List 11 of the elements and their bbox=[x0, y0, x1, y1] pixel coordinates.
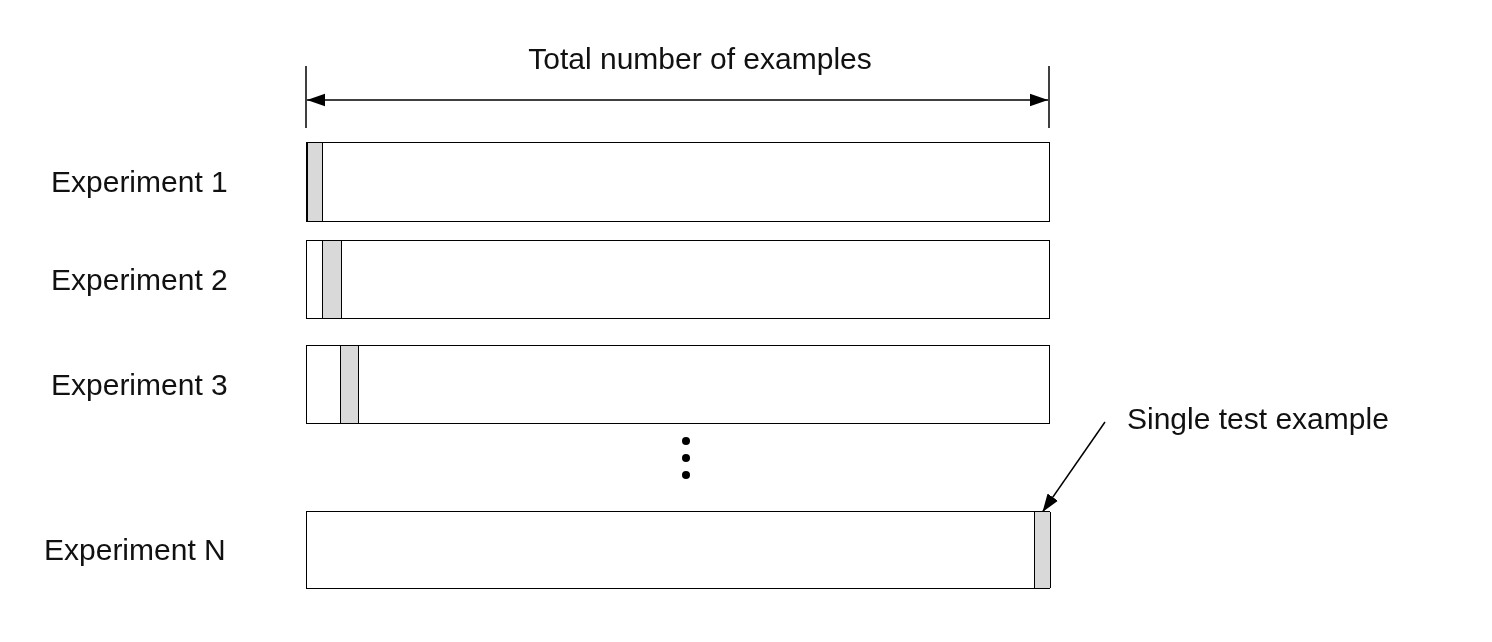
row-label: Experiment 2 bbox=[51, 262, 228, 297]
test-segment bbox=[307, 143, 323, 221]
callout-text: Single test example bbox=[1127, 402, 1447, 442]
test-segment bbox=[340, 346, 359, 423]
test-segment bbox=[1034, 512, 1051, 588]
dimension-label: Total number of examples bbox=[528, 42, 872, 76]
row-label: Experiment N bbox=[44, 533, 226, 567]
test-segment bbox=[322, 241, 342, 318]
row-label: Experiment 3 bbox=[51, 367, 228, 402]
leader-line bbox=[1041, 421, 1106, 513]
row-label: Experiment 1 bbox=[51, 165, 228, 199]
